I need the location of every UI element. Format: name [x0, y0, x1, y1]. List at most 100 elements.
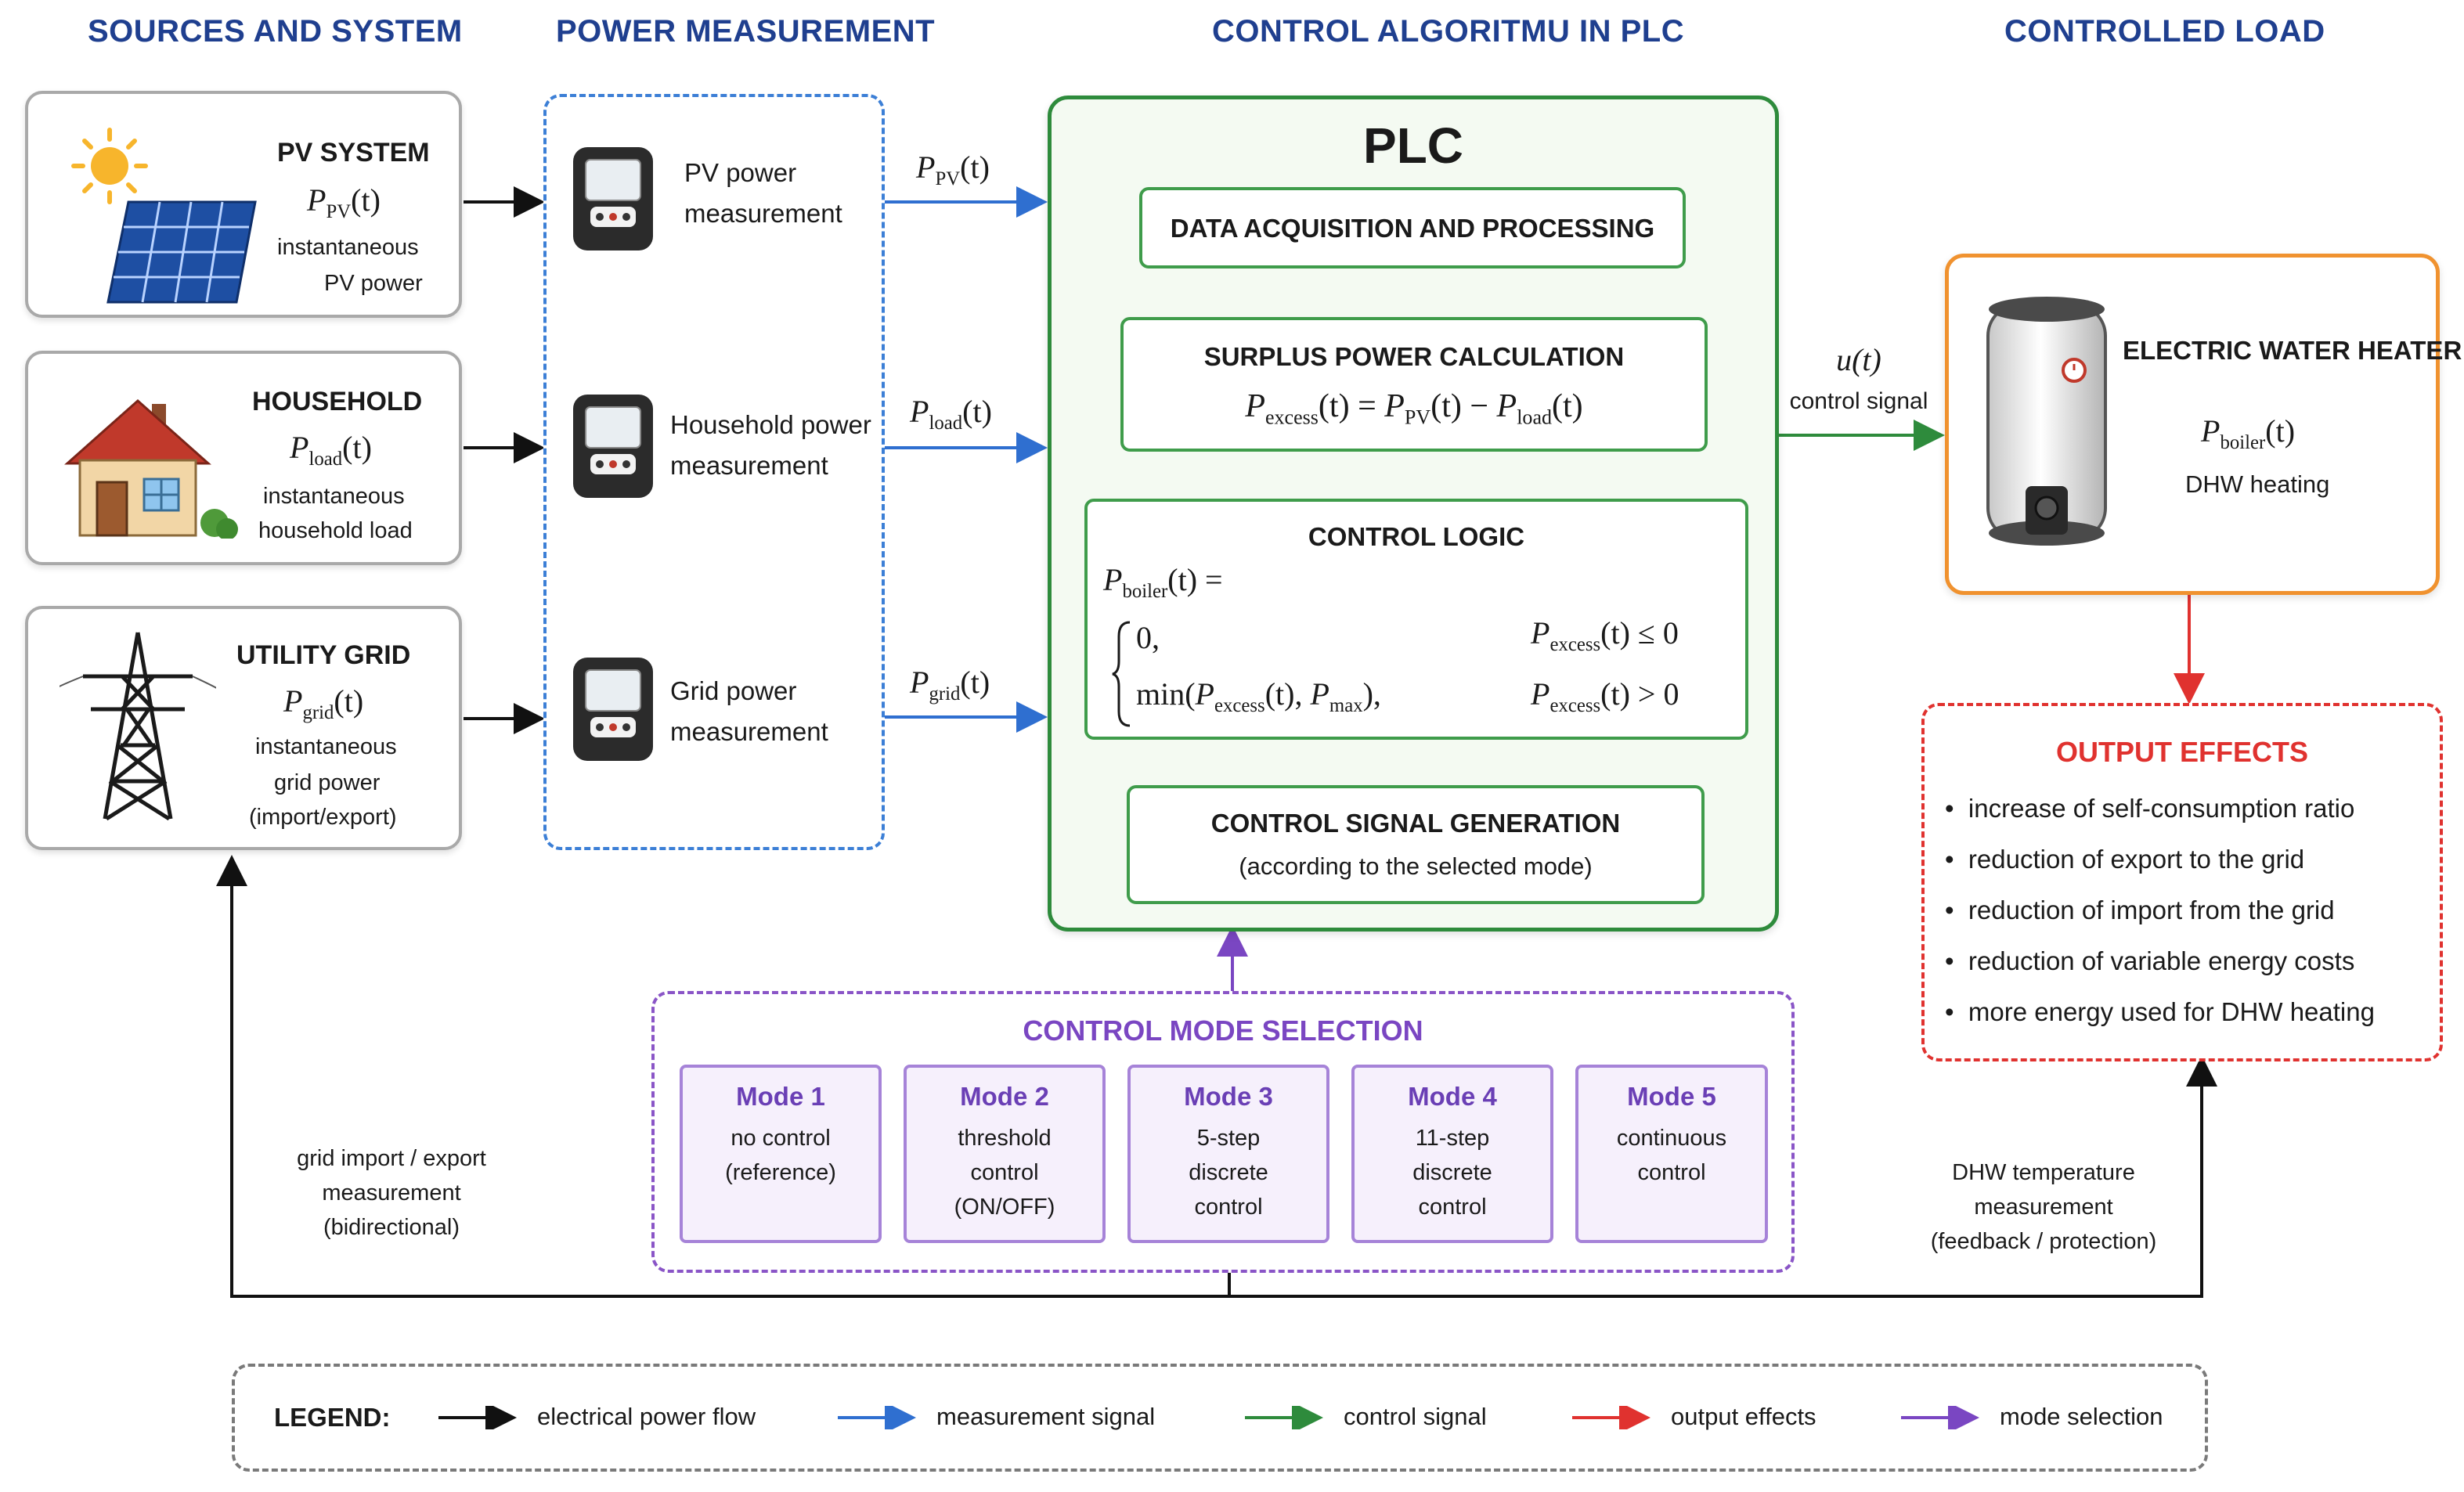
- mode-2-line-3: (ON/OFF): [954, 1195, 1055, 1220]
- mode-4-name: Mode 4: [1408, 1082, 1497, 1111]
- heading-load: CONTROLLED LOAD: [2004, 14, 2325, 49]
- mode-2-line-1: threshold: [958, 1126, 1052, 1151]
- mode-3-line-2: discrete: [1189, 1160, 1268, 1185]
- output-effects-title: OUTPUT EFFECTS: [2056, 736, 2308, 768]
- mode-3-option[interactable]: Mode 3 5-step discrete control: [1127, 1065, 1329, 1243]
- list-item: • reduction of import from the grid: [1945, 896, 2335, 924]
- household-title: HOUSEHOLD: [252, 387, 423, 416]
- mode-4-line-3: control: [1418, 1195, 1487, 1220]
- water-heater-icon: [1986, 297, 2107, 546]
- solar-panel-icon: [71, 128, 257, 304]
- dhw-feedback-line-1: DHW temperature: [1952, 1160, 2135, 1185]
- list-item: • reduction of export to the grid: [1945, 845, 2305, 874]
- dhw-feedback-line-3: (feedback / protection): [1930, 1229, 2157, 1254]
- surplus-calculation-box: SURPLUS POWER CALCULATION Pexcess(t) = P…: [1120, 317, 1708, 452]
- surplus-formula: Pexcess(t) = PPV(t) − Pload(t): [1245, 388, 1583, 429]
- pv-desc-1: instantaneous: [277, 235, 419, 260]
- mode-2-name: Mode 2: [960, 1082, 1049, 1111]
- list-item: • reduction of variable energy costs: [1945, 946, 2355, 975]
- legend-title: LEGEND:: [274, 1403, 391, 1432]
- heater-title: ELECTRIC WATER HEATER: [2123, 336, 2462, 365]
- case1-condition: Pexcess(t) ≤ 0: [1531, 615, 1679, 655]
- control-mode-selection-group: CONTROL MODE SELECTION Mode 1 no control…: [651, 991, 1795, 1273]
- pv-desc-2: PV power: [324, 271, 423, 296]
- legend-arrow-mode: [1901, 1406, 1979, 1429]
- output-effects-group: OUTPUT EFFECTS • increase of self-consum…: [1921, 703, 2443, 1061]
- output-effects-list: • increase of self-consumption ratio • r…: [1945, 783, 2375, 1037]
- mode-5-line-1: continuous: [1616, 1126, 1727, 1151]
- grid-feedback-line-3: (bidirectional): [323, 1215, 460, 1240]
- dhw-feedback-line-2: measurement: [1974, 1195, 2113, 1220]
- list-item: • more energy used for DHW heating: [1945, 997, 2375, 1026]
- pv-title: PV SYSTEM: [277, 138, 430, 168]
- surplus-title: SURPLUS POWER CALCULATION: [1203, 342, 1625, 371]
- household-desc-1: instantaneous: [263, 484, 405, 509]
- pv-system-card: PV SYSTEM PPV(t) instantaneous PV power: [25, 91, 462, 318]
- legend-arrow-output: [1572, 1406, 1650, 1429]
- power-meter-icon: [573, 658, 653, 761]
- legend-arrow-power: [438, 1406, 517, 1429]
- grid-symbol: Pgrid(t): [283, 683, 364, 723]
- grid-feedback-line-2: measurement: [322, 1180, 461, 1205]
- house-icon: [64, 398, 238, 539]
- control-signal-symbol: u(t): [1836, 342, 1881, 377]
- plc-title: PLC: [1363, 117, 1463, 174]
- mode-1-line-1: no control: [731, 1126, 831, 1151]
- mode-3-line-3: control: [1194, 1195, 1263, 1220]
- legend: LEGEND: electrical power flow measuremen…: [232, 1364, 2208, 1472]
- heading-control: CONTROL ALGORITMU IN PLC: [1212, 14, 1685, 49]
- case1-value: 0,: [1136, 620, 1160, 655]
- legend-label-control: control signal: [1344, 1403, 1487, 1430]
- control-logic-lhs: Pboiler(t) =: [1103, 562, 1223, 602]
- legend-label-measurement: measurement signal: [936, 1403, 1156, 1430]
- heater-symbol: Pboiler(t): [2201, 413, 2296, 453]
- case2-condition: Pexcess(t) > 0: [1531, 676, 1679, 716]
- household-card: HOUSEHOLD Pload(t) instantaneous househo…: [25, 351, 462, 565]
- power-tower-icon: [60, 632, 216, 821]
- mode-2-option[interactable]: Mode 2 threshold control (ON/OFF): [904, 1065, 1106, 1243]
- feedback-bus-dhw: [1229, 1055, 2217, 1298]
- household-symbol: Pload(t): [290, 430, 372, 470]
- grid-meter-label-2: measurement: [670, 717, 828, 746]
- heading-measurement: POWER MEASUREMENT: [556, 14, 936, 49]
- cases-brace: [1112, 621, 1131, 727]
- legend-arrow-control: [1245, 1406, 1323, 1429]
- control-logic-box: CONTROL LOGIC Pboiler(t) = 0, Pexcess(t)…: [1084, 499, 1748, 740]
- legend-label-power: electrical power flow: [537, 1403, 756, 1430]
- household-meter-label-2: measurement: [670, 451, 828, 480]
- pv-signal-label: PPV(t): [916, 150, 990, 189]
- power-measurement-group: PV power measurement Household power mea…: [543, 94, 885, 850]
- mode-1-option[interactable]: Mode 1 no control (reference): [680, 1065, 882, 1243]
- feedback-bus: [216, 855, 1231, 1298]
- plc-block: PLC DATA ACQUISITION AND PROCESSING SURP…: [1048, 96, 1779, 932]
- mode-4-option[interactable]: Mode 4 11-step discrete control: [1351, 1065, 1553, 1243]
- heater-desc: DHW heating: [2185, 470, 2330, 498]
- pv-meter-label-1: PV power: [684, 158, 797, 187]
- utility-grid-card: UTILITY GRID Pgrid(t) instantaneous grid…: [25, 606, 462, 850]
- grid-meter-label-1: Grid power: [670, 676, 797, 705]
- control-signal-generation-box: CONTROL SIGNAL GENERATION (according to …: [1127, 785, 1705, 904]
- power-meter-icon: [573, 395, 653, 498]
- heading-sources: SOURCES AND SYSTEM: [88, 14, 463, 49]
- grid-desc-1: instantaneous: [255, 734, 397, 759]
- mode-3-name: Mode 3: [1184, 1082, 1273, 1111]
- case2-value: min(Pexcess(t), Pmax),: [1136, 676, 1381, 716]
- water-heater-card: ELECTRIC WATER HEATER Pboiler(t) DHW hea…: [1945, 254, 2462, 595]
- legend-arrow-measurement: [838, 1406, 916, 1429]
- grid-desc-3: (import/export): [249, 805, 397, 830]
- mode-3-line-1: 5-step: [1196, 1126, 1261, 1151]
- grid-title: UTILITY GRID: [236, 640, 411, 670]
- household-desc-2: household load: [258, 518, 413, 543]
- mode-5-option[interactable]: Mode 5 continuous control: [1575, 1065, 1768, 1243]
- load-signal-label: Pload(t): [910, 394, 992, 434]
- mode-4-line-2: discrete: [1412, 1160, 1492, 1185]
- data-acquisition-label: DATA ACQUISITION AND PROCESSING: [1170, 214, 1655, 243]
- mode-4-line-1: 11-step: [1415, 1126, 1490, 1151]
- mode-5-name: Mode 5: [1627, 1082, 1716, 1111]
- legend-label-mode: mode selection: [2000, 1403, 2163, 1430]
- pv-symbol: PPV(t): [307, 182, 381, 222]
- control-signal-label: control signal: [1789, 388, 1928, 414]
- grid-signal-label: Pgrid(t): [910, 665, 990, 705]
- grid-feedback-line-1: grid import / export: [297, 1146, 486, 1171]
